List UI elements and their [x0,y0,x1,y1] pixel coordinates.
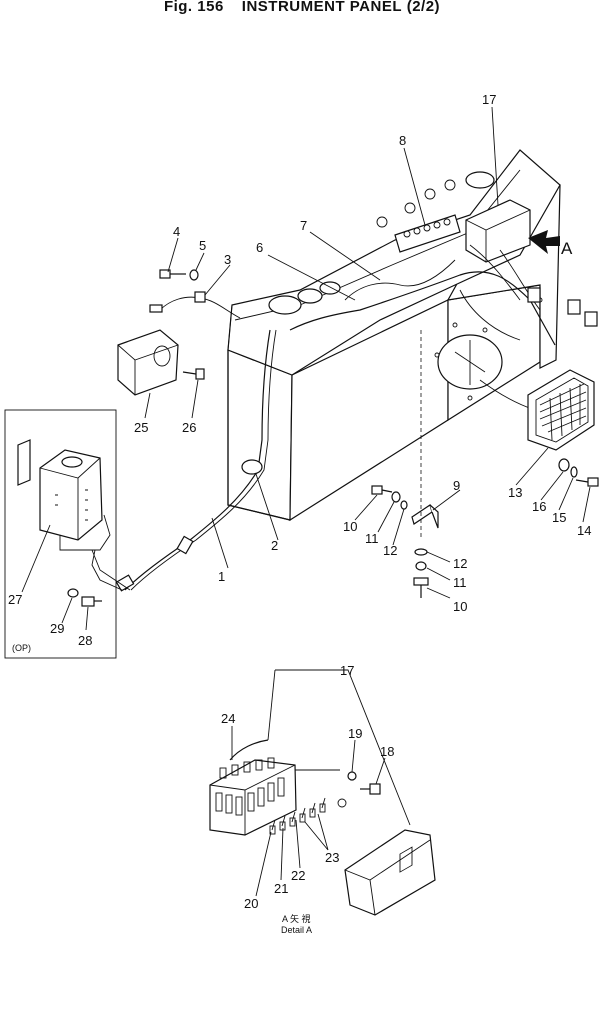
callout-12: 12 [383,543,397,558]
washer-12-upper [400,500,408,510]
figure-number: Fig. 156 [163,0,224,15]
wire-lead [149,291,241,319]
callout-14: 14 [577,523,591,538]
grommet [241,459,263,475]
callout-2: 2 [271,538,278,553]
view-arrow-a [528,230,560,254]
callout-11: 11 [365,531,379,546]
callout-7: 7 [300,218,307,233]
optional-parts-box [4,409,123,659]
callout-5: 5 [199,238,206,253]
callout-21: 21 [274,881,288,896]
callout-18: 18 [380,744,394,759]
work-light-left [117,329,179,396]
bolt-10-lower [413,577,429,598]
washer-5 [189,269,199,281]
callout-10: 10 [343,519,357,534]
instrument-panel-housing [227,149,561,522]
bolt-14 [575,477,599,487]
detail-a-fusebox [209,669,436,916]
bolt-4 [159,269,186,279]
callout-24: 24 [221,711,235,726]
callout-10-lower: 10 [453,599,467,614]
washer-12-lower [414,548,428,556]
wiring-harness [91,244,598,592]
washer-11-upper [391,491,401,503]
bracket-9 [411,504,439,529]
detail-view-heading: A 矢 視 [282,913,311,924]
callout-1: 1 [218,569,225,584]
callout-22: 22 [291,868,305,883]
callout-27: 27 [8,592,22,607]
washer-11-lower [415,561,427,571]
bolt-10-upper [371,485,393,495]
bolt-26 [182,368,205,380]
callout-16: 16 [532,499,546,514]
callout-28: 28 [78,633,92,648]
callout-4: 4 [173,224,180,239]
leader-lines [21,106,591,897]
callout-15: 15 [552,510,566,525]
work-light-right [527,369,595,451]
view-arrow-label: A [561,239,573,258]
callout-8: 8 [399,133,406,148]
figure-name: INSTRUMENT PANEL [241,0,403,15]
callout-29: 29 [50,621,64,636]
callout-11-lower: 11 [453,575,467,590]
callout-26: 26 [182,420,196,435]
callout-17-detail: 17 [340,663,354,678]
detail-view-caption: Detail A [281,925,312,935]
callout-13: 13 [508,485,522,500]
washer-16 [558,458,570,472]
callout-6: 6 [256,240,263,255]
callout-labels: 1 2 3 4 5 6 7 8 9 10 11 12 13 14 15 16 1… [8,92,591,935]
callout-3: 3 [224,252,231,267]
callout-9: 9 [453,478,460,493]
washer-15 [570,466,578,478]
figure-sheet: (2/2) [406,0,441,15]
optional-label: (OP) [12,643,31,653]
callout-23: 23 [325,850,339,865]
callout-20: 20 [244,896,258,911]
figure-title: Fig. 156 INSTRUMENT PANEL (2/2) [0,0,604,15]
callout-19: 19 [348,726,362,741]
callout-12-lower: 12 [453,556,467,571]
callout-25: 25 [134,420,148,435]
callout-17: 17 [482,92,496,107]
